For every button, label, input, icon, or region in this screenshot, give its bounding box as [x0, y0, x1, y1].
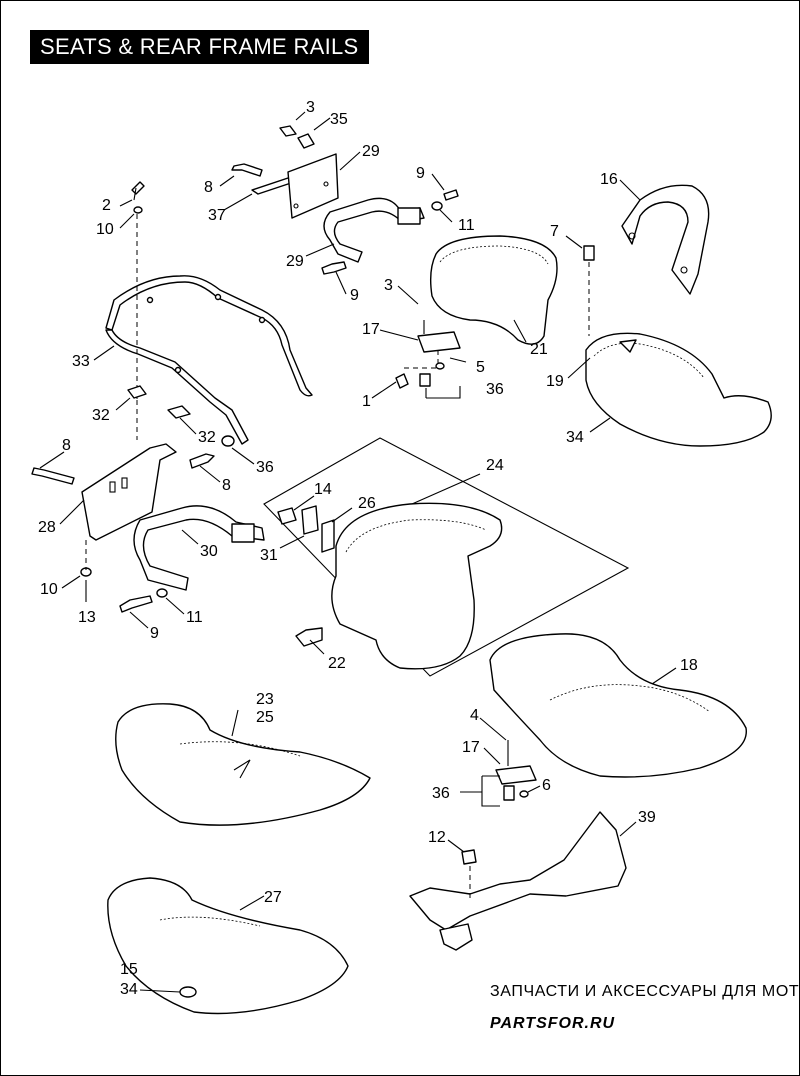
- callout: 4: [470, 707, 479, 724]
- callout: 30: [200, 543, 218, 560]
- callout: 17: [362, 321, 380, 338]
- watermark-logo: PARTSFOR.RU: [490, 1015, 615, 1032]
- callout: 3: [384, 277, 393, 294]
- bolt-4: [279, 125, 297, 137]
- nut-35: [297, 133, 315, 149]
- callout: 25: [256, 709, 274, 726]
- callout: 8: [204, 179, 213, 196]
- callout: 31: [260, 547, 278, 564]
- seat-18: [489, 633, 747, 778]
- callout: 21: [530, 341, 548, 358]
- bracket-17-upper: [417, 331, 461, 353]
- callout: 19: [546, 373, 564, 390]
- callout: 10: [96, 221, 114, 238]
- callout: 17: [462, 739, 480, 756]
- bracket-27: [81, 443, 177, 541]
- callout: 36: [432, 785, 450, 802]
- nut-13: [277, 507, 297, 525]
- callout: 36: [256, 459, 274, 476]
- callout-labels: 3 35 29 8 37 2 10 9 11 29 9 3 17 21 5 1 …: [38, 99, 698, 998]
- callout: 34: [566, 429, 584, 446]
- callout: 32: [198, 429, 216, 446]
- bolt-8-left: [31, 467, 75, 485]
- callout: 24: [486, 457, 504, 474]
- bracket-31: [321, 519, 335, 553]
- callout: 16: [600, 171, 618, 188]
- callout: 28: [38, 519, 56, 536]
- callout: 6: [542, 777, 551, 794]
- solo-seat-21: [429, 235, 558, 345]
- callout: 15: [120, 961, 138, 978]
- callout: 33: [72, 353, 90, 370]
- seat-25: [107, 877, 349, 1015]
- callout: 11: [458, 217, 475, 234]
- callout: 29: [286, 253, 304, 270]
- callout: 26: [358, 495, 376, 512]
- spacer-36: [419, 373, 431, 387]
- washer-11-lower: [156, 588, 168, 598]
- frame-rail-29-lower: [133, 505, 265, 591]
- washer-11-upper: [431, 201, 443, 211]
- bolt-2: [131, 181, 145, 214]
- watermark-tagline: ЗАПЧАСТИ И АКСЕССУАРЫ ДЛЯ МОТОТЕХНИКИ: [490, 983, 800, 1000]
- seat-20: [331, 502, 503, 670]
- bolt-8-upper: [231, 163, 263, 177]
- bolt-7: [189, 453, 215, 469]
- bracket-30: [301, 505, 319, 535]
- pillion-seat-26: [585, 332, 772, 447]
- callout: 11: [186, 609, 203, 626]
- washer-38: [221, 435, 235, 447]
- bolt-9-upper: [443, 189, 459, 201]
- callout: 8: [222, 477, 231, 494]
- callout: 22: [328, 655, 346, 672]
- callout: 10: [40, 581, 58, 598]
- rear-frame-rail: [105, 275, 313, 445]
- callout: 27: [264, 889, 282, 906]
- nut-12: [461, 849, 477, 865]
- callout: 3: [306, 99, 315, 116]
- callout: 14: [314, 481, 332, 498]
- bolt-9-mid: [321, 261, 347, 275]
- clip-32b: [167, 405, 191, 419]
- callout: 2: [102, 197, 111, 214]
- callout: 13: [78, 609, 96, 626]
- callout: 29: [362, 143, 380, 160]
- callout: 32: [92, 407, 110, 424]
- callout: 39: [638, 809, 656, 826]
- callout: 9: [150, 625, 159, 642]
- clip-32a: [127, 385, 147, 399]
- frame-39: [409, 811, 627, 931]
- callout: 34: [120, 981, 138, 998]
- callout: 35: [330, 111, 348, 128]
- plate-28: [287, 153, 339, 219]
- bracket-17-lower: [495, 765, 537, 785]
- bolt-9-lower: [119, 595, 153, 613]
- spacer-36-lower: [503, 785, 515, 801]
- callout: 18: [680, 657, 698, 674]
- screw-1: [395, 373, 409, 389]
- callout: 1: [362, 393, 371, 410]
- leader-lines: [39, 111, 677, 993]
- callout: 5: [476, 359, 485, 376]
- callout: 36: [486, 381, 504, 398]
- callout: 37: [208, 207, 226, 224]
- washer-5-lower: [519, 790, 529, 798]
- callout: 9: [416, 165, 425, 182]
- stud-20: [295, 627, 323, 647]
- callout: 23: [256, 691, 274, 708]
- callout: 7: [550, 223, 559, 240]
- callout: 9: [350, 287, 359, 304]
- knob-15-34: [179, 986, 197, 998]
- callout: 12: [428, 829, 446, 846]
- stud-6: [583, 245, 595, 261]
- page-title: SEATS & REAR FRAME RAILS: [30, 30, 369, 64]
- backrest-16: [621, 184, 710, 295]
- callout: 8: [62, 437, 71, 454]
